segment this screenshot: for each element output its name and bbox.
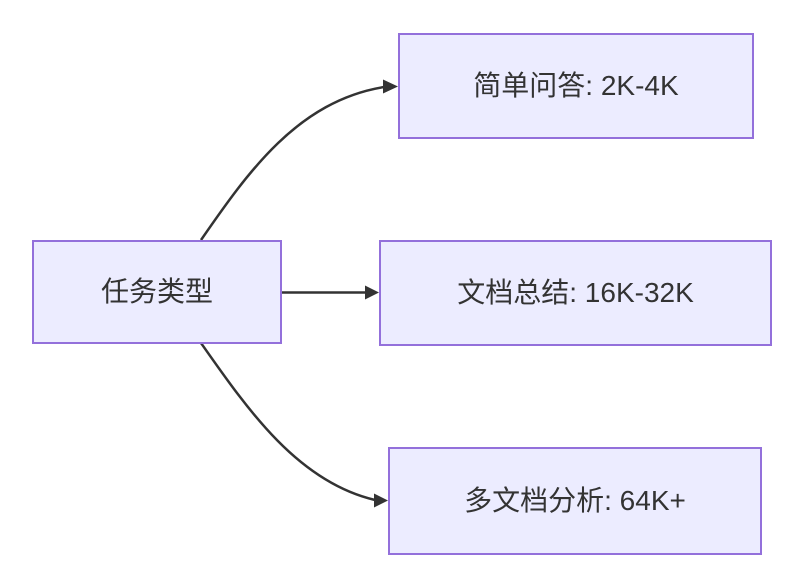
edge-root-to-simple-qa xyxy=(199,85,385,241)
arrowhead-simple-qa-icon xyxy=(383,79,398,94)
node-label: 简单问答: 2K-4K xyxy=(473,70,679,102)
node-label: 文档总结: 16K-32K xyxy=(457,277,694,309)
node-label: 多文档分析: 64K+ xyxy=(464,485,686,517)
node-simple-qa: 简单问答: 2K-4K xyxy=(398,33,754,139)
arrowhead-multi-doc-icon xyxy=(374,493,388,508)
edge-root-to-multi-doc xyxy=(199,342,376,502)
node-multi-doc: 多文档分析: 64K+ xyxy=(388,447,762,555)
arrowhead-doc-summary-icon xyxy=(365,285,379,300)
node-doc-summary: 文档总结: 16K-32K xyxy=(379,240,772,346)
node-label: 任务类型 xyxy=(100,276,213,308)
node-task-type: 任务类型 xyxy=(32,240,282,344)
